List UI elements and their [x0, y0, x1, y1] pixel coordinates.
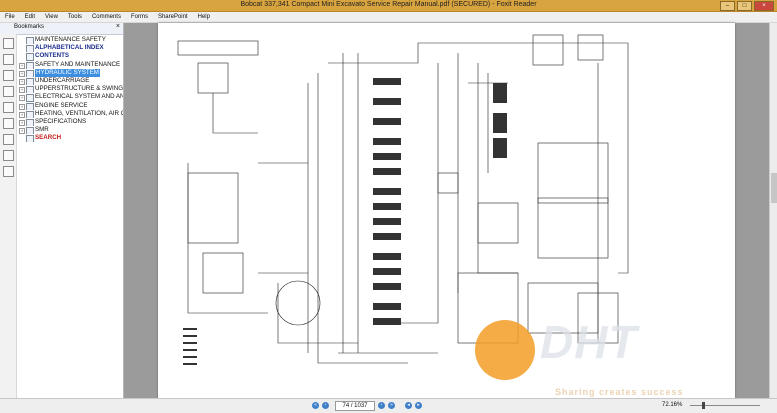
next-page-button[interactable]: ›: [378, 402, 385, 409]
expand-icon[interactable]: +: [19, 70, 25, 77]
bookmark-icon: [26, 77, 34, 86]
expand-icon[interactable]: +: [19, 78, 25, 85]
menu-forms[interactable]: Forms: [130, 14, 148, 20]
bookmark-label: HYDRAULIC SYSTEM: [35, 68, 100, 77]
search-tab-icon[interactable]: [3, 118, 14, 129]
bookmark-label: UPPERSTRUCTURE & SWING SE: [35, 85, 123, 93]
expand-icon[interactable]: +: [19, 128, 25, 135]
first-page-button[interactable]: «: [312, 402, 319, 409]
back-icon[interactable]: ◂: [405, 402, 412, 409]
bookmark-icon: [26, 110, 34, 118]
zoom-slider[interactable]: [690, 402, 760, 409]
status-bar: « ‹ 74 / 1037 › » ◂ ▸ 72.16%: [0, 398, 777, 413]
expand-icon[interactable]: +: [19, 95, 25, 102]
bookmark-item[interactable]: MAINTENANCE SAFETY: [17, 36, 123, 45]
bookmark-icon: [26, 45, 34, 53]
bookmark-icon: [26, 61, 34, 69]
bookmark-icon: [26, 102, 34, 110]
window-controls: – □ ×: [720, 1, 774, 11]
bookmark-item[interactable]: + ELECTRICAL SYSTEM AND ANA: [17, 93, 123, 102]
expand-icon[interactable]: +: [19, 103, 25, 110]
bookmark-icon: [26, 118, 34, 127]
menu-sharepoint[interactable]: SharePoint: [157, 14, 188, 20]
pdf-page: [158, 23, 735, 398]
close-button[interactable]: ×: [754, 1, 774, 11]
bookmark-item[interactable]: + HEATING, VENTILATION, AIR C: [17, 110, 123, 118]
bookmark-label: ENGINE SERVICE: [35, 101, 88, 109]
bookmark-item[interactable]: + HYDRAULIC SYSTEM: [17, 68, 123, 77]
bookmark-label: SAFETY AND MAINTENANCE: [35, 60, 121, 68]
bookmark-item[interactable]: CONTENTS: [17, 52, 123, 61]
expand-icon[interactable]: +: [19, 111, 25, 118]
bookmark-item[interactable]: SEARCH: [17, 134, 123, 143]
bookmark-label: SMR: [35, 126, 49, 134]
menu-bar: File Edit View Tools Comments Forms Shar…: [0, 12, 777, 23]
vertical-scrollbar[interactable]: [769, 23, 777, 398]
scroll-thumb[interactable]: [771, 173, 777, 203]
bookmark-icon: [26, 127, 34, 135]
pages-tab-icon[interactable]: [3, 54, 14, 65]
attachments-tab-icon[interactable]: [3, 86, 14, 97]
bookmark-item[interactable]: + SPECIFICATIONS: [17, 117, 123, 127]
menu-help[interactable]: Help: [197, 14, 210, 20]
watermark-tagline: Sharing creates success: [555, 387, 684, 397]
title-bar: Bobcat 337,341 Compact Mini Excavato Ser…: [0, 0, 777, 12]
forward-icon[interactable]: ▸: [415, 402, 422, 409]
hydraulic-schematic: [177, 34, 629, 365]
minimize-button[interactable]: –: [720, 1, 735, 11]
zoom-slider-knob[interactable]: [702, 402, 705, 409]
panel-toolbar: [0, 34, 17, 398]
menu-edit[interactable]: Edit: [24, 14, 36, 20]
bookmarks-tab-icon[interactable]: [3, 38, 14, 49]
bookmark-icon: [26, 86, 34, 94]
bookmark-label: ALPHABETICAL INDEX: [35, 44, 104, 52]
bookmark-item[interactable]: ALPHABETICAL INDEX: [17, 44, 123, 53]
bookmark-item[interactable]: + UNDERCARRIAGE: [17, 76, 123, 86]
watermark-logo-icon: [475, 320, 535, 380]
close-panel-icon[interactable]: ×: [115, 23, 120, 30]
bookmarks-title: Bookmarks: [14, 24, 45, 30]
bookmark-item[interactable]: + UPPERSTRUCTURE & SWING SE: [17, 85, 123, 94]
menu-comments[interactable]: Comments: [91, 14, 121, 20]
bookmarks-header: Bookmarks ×: [0, 23, 123, 35]
bookmark-icon: [26, 53, 34, 61]
bookmark-label: SPECIFICATIONS: [35, 117, 87, 125]
bookmark-icon: [26, 37, 34, 45]
bookmark-label: UNDERCARRIAGE: [35, 76, 90, 84]
signature-tab-icon[interactable]: [3, 150, 14, 161]
expand-icon[interactable]: +: [19, 87, 25, 94]
edit-tab-icon[interactable]: [3, 166, 14, 177]
last-page-button[interactable]: »: [388, 402, 395, 409]
bookmark-label: HEATING, VENTILATION, AIR C: [35, 109, 123, 117]
menu-view[interactable]: View: [45, 14, 58, 20]
bookmark-label: MAINTENANCE SAFETY: [35, 36, 106, 43]
menu-tools[interactable]: Tools: [67, 14, 82, 20]
bookmark-label: CONTENTS: [35, 52, 70, 60]
comments-tab-icon[interactable]: [3, 102, 14, 113]
window-title: Bobcat 337,341 Compact Mini Excavato Ser…: [240, 1, 537, 8]
bookmark-item[interactable]: + SAFETY AND MAINTENANCE: [17, 61, 123, 69]
previous-page-button[interactable]: ‹: [322, 402, 329, 409]
bookmark-icon: [26, 69, 34, 77]
bookmark-icon: [26, 135, 34, 143]
page-number-input[interactable]: 74 / 1037: [335, 401, 375, 411]
bookmark-item[interactable]: + SMR: [17, 126, 123, 135]
bookmark-label: ELECTRICAL SYSTEM AND ANA: [35, 93, 123, 101]
bookmark-item[interactable]: + ENGINE SERVICE: [17, 102, 123, 110]
maximize-button[interactable]: □: [737, 1, 752, 11]
expand-icon[interactable]: +: [19, 62, 25, 69]
zoom-level[interactable]: 72.16%: [662, 402, 683, 408]
bookmark-icon: [26, 94, 34, 102]
bookmark-label: SEARCH: [35, 134, 62, 142]
expand-icon[interactable]: +: [19, 119, 25, 126]
menu-file[interactable]: File: [5, 14, 15, 20]
watermark-brand: DHT: [540, 316, 638, 368]
security-tab-icon[interactable]: [3, 134, 14, 145]
layers-tab-icon[interactable]: [3, 70, 14, 81]
